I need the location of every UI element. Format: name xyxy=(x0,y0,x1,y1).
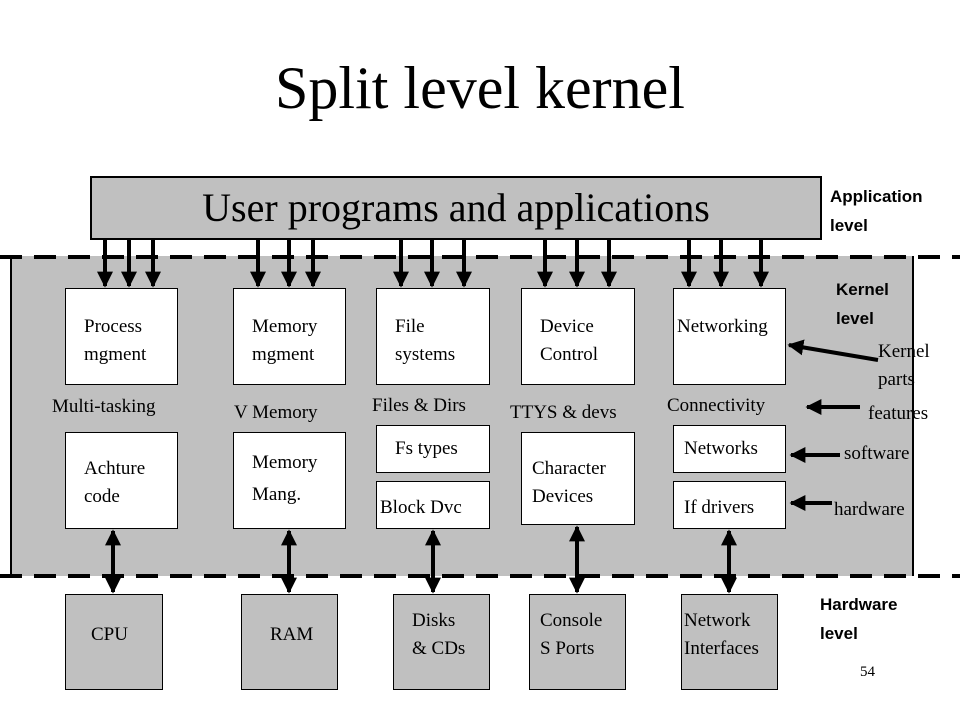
connectivity-label: Connectivity xyxy=(667,395,766,416)
kernel-level-label: Kernel level xyxy=(836,280,889,328)
features-annotation: features xyxy=(868,403,929,424)
networking-box: Networking xyxy=(673,288,786,385)
kernel-parts-annotation: Kernel parts xyxy=(878,341,930,390)
console-ports-box: Console S Ports xyxy=(529,594,626,690)
networks-box: Networks xyxy=(673,425,786,473)
process-management-box: Process mgment xyxy=(65,288,178,385)
ttys-devs-label: TTYS & devs xyxy=(510,402,617,423)
application-level-label: Application level xyxy=(830,187,923,235)
file-systems-box: File systems xyxy=(376,288,490,385)
arrow-kernel-parts xyxy=(787,339,879,362)
hardware-annotation: hardware xyxy=(834,499,905,520)
multitasking-label: Multi-tasking xyxy=(52,396,156,417)
fs-types-box: Fs types xyxy=(376,425,490,473)
network-interfaces-box: Network Interfaces xyxy=(681,594,778,690)
page-title: Split level kernel xyxy=(275,55,685,121)
device-control-box: Device Control xyxy=(521,288,635,385)
if-drivers-box: If drivers xyxy=(673,481,786,529)
achture-code-box: Achture code xyxy=(65,432,178,529)
character-devices-box: Character Devices xyxy=(521,432,635,525)
v-memory-label: V Memory xyxy=(234,402,318,423)
files-dirs-label: Files & Dirs xyxy=(372,395,466,416)
page-number: 54 xyxy=(860,664,875,680)
hardware-level-label: Hardware level xyxy=(820,595,898,643)
user-programs-box: User programs and applications xyxy=(90,176,822,240)
memory-management-box: Memory mgment xyxy=(233,288,346,385)
disks-box: Disks & CDs xyxy=(393,594,490,690)
software-annotation: software xyxy=(844,443,910,464)
cpu-box: CPU xyxy=(65,594,163,690)
block-dvc-box: Block Dvc xyxy=(376,481,490,529)
memory-mang-box: Memory Mang. xyxy=(233,432,346,529)
ram-box: RAM xyxy=(241,594,338,690)
